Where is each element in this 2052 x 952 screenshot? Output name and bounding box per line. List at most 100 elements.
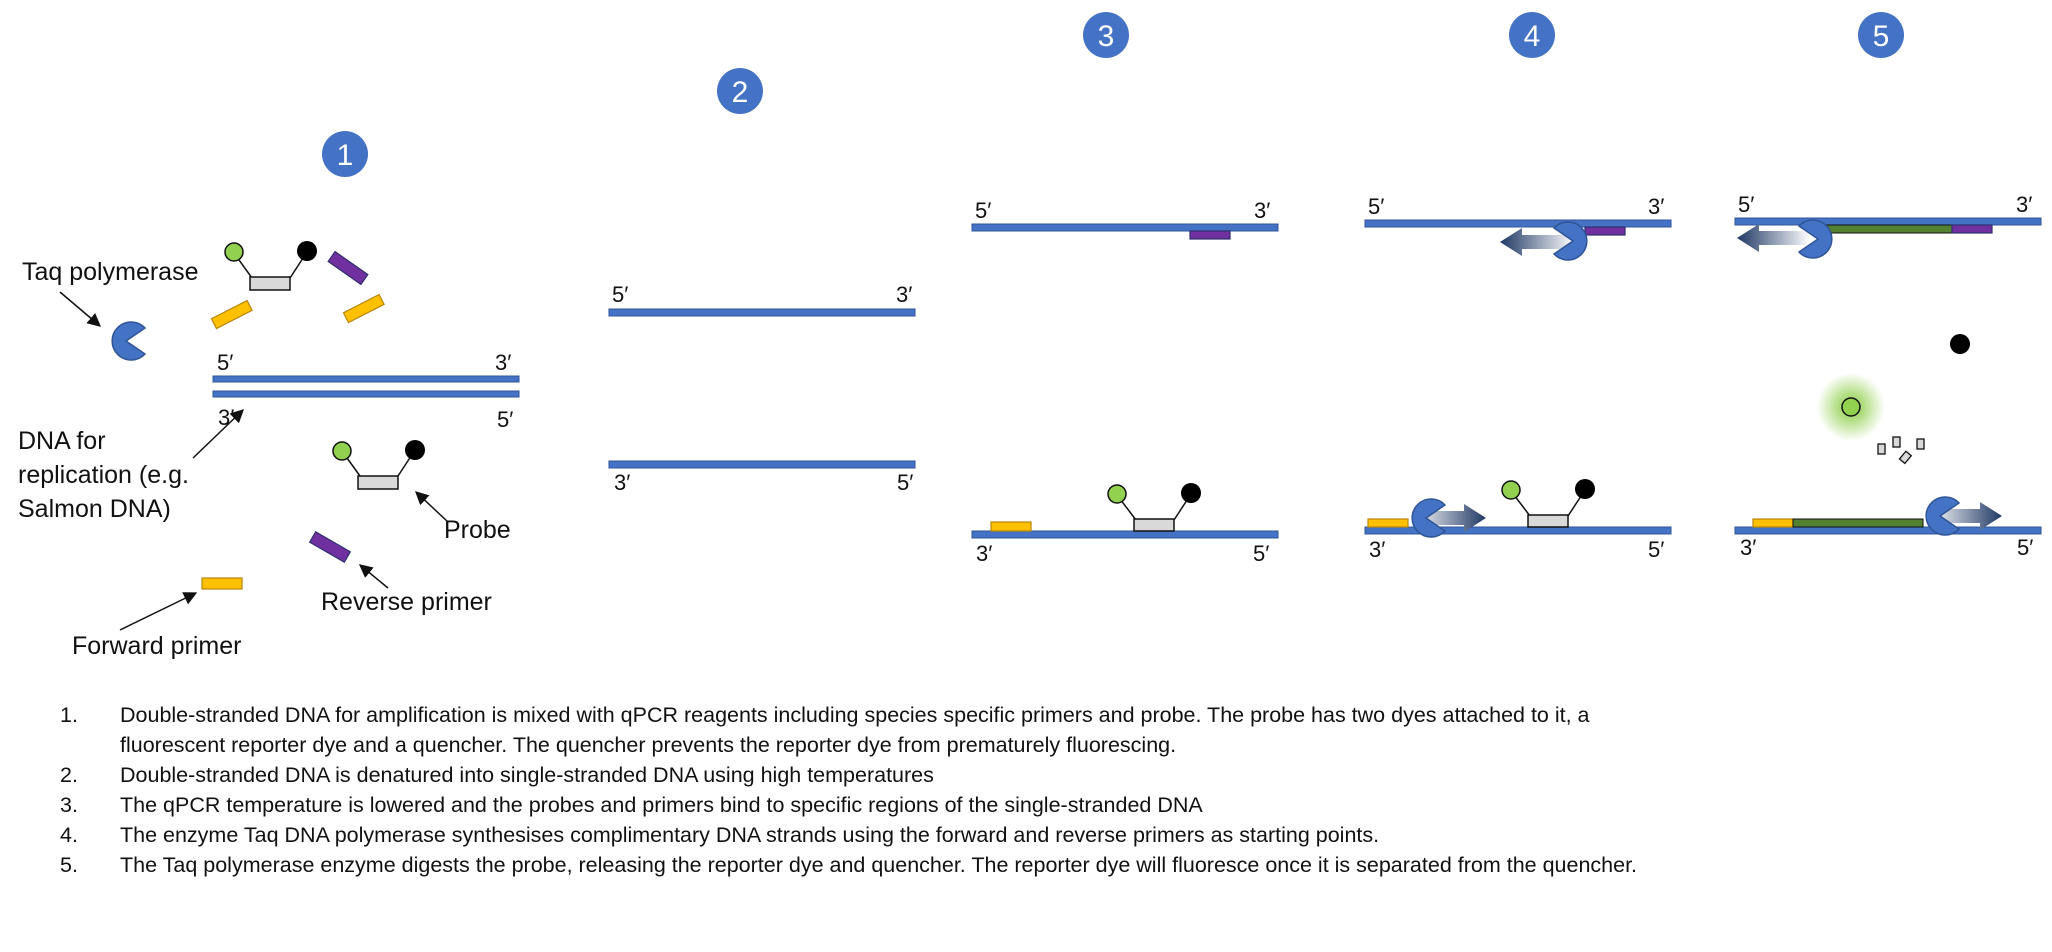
quencher	[405, 440, 425, 460]
quencher	[1181, 483, 1201, 503]
end-label: 3′	[614, 470, 630, 495]
dna-label-line-3: Salmon DNA)	[18, 495, 171, 523]
probe-free-lower	[332, 440, 425, 490]
reporter-dye-released	[1841, 397, 1861, 417]
end-label: 5′	[897, 470, 913, 495]
step-marker-4: 4	[1509, 12, 1555, 58]
new-strand-bottom	[1792, 518, 1924, 528]
taq-polymerase-icon	[111, 321, 147, 361]
step-description-number: 1.	[60, 703, 78, 727]
reporter-dye	[224, 242, 244, 262]
quencher	[1575, 479, 1595, 499]
end-label: 3′	[1254, 198, 1270, 223]
single-strand-top	[971, 223, 1279, 232]
step-3-panel: 5′ 3′ 3′ 5′	[971, 198, 1279, 566]
forward-primer-bound	[1367, 518, 1409, 528]
step-description-text: The Taq polymerase enzyme digests the pr…	[120, 853, 1638, 877]
end-label: 5′	[1648, 537, 1664, 562]
reverse-primer-piece	[327, 250, 369, 286]
single-strand-bottom	[1734, 526, 2042, 535]
step-description-number: 4.	[60, 823, 78, 847]
step-description-number: 5.	[60, 853, 78, 877]
step-number-5: 5	[1873, 20, 1890, 53]
probe-fragment	[1892, 436, 1901, 448]
extension-arrow-left	[1500, 228, 1574, 256]
probe-bound	[1107, 483, 1201, 532]
quencher	[297, 241, 317, 261]
dna-label-line-2: replication (e.g.	[18, 461, 189, 489]
step-description-text: The enzyme Taq DNA polymerase synthesise…	[120, 823, 1380, 847]
step-number-2: 2	[732, 76, 749, 109]
reporter-dye	[1501, 480, 1521, 500]
end-label: 5′	[1253, 541, 1269, 566]
step-marker-2: 2	[717, 68, 763, 114]
step-description-text: The qPCR temperature is lowered and the …	[120, 793, 1203, 817]
probe-label: Probe	[444, 516, 511, 544]
step-5-panel: 5′ 3′ 3′ 5′	[1734, 192, 2042, 560]
step-description-3: 3. The qPCR temperature is lowered and th…	[60, 790, 1700, 820]
step-1-panel: Taq polymerase 5′ 3′ 3′ 5′ DNA for repli…	[18, 241, 520, 660]
step-description-1: 1. Double-stranded DNA for amplification …	[60, 700, 1700, 760]
end-label: 5′	[1738, 192, 1754, 217]
step-marker-3: 3	[1083, 12, 1129, 58]
end-label: 3′	[2016, 192, 2032, 217]
reverse-primer-bound	[1584, 226, 1626, 236]
step-description-4: 4. The enzyme Taq DNA polymerase synthesi…	[60, 820, 1700, 850]
reverse-primer-piece	[308, 530, 352, 564]
probe-fragment	[1877, 443, 1886, 455]
forward-primer-piece	[201, 577, 243, 590]
forward-primer-piece	[342, 293, 385, 324]
single-strand-bottom	[608, 460, 916, 469]
end-label: 3′	[495, 350, 511, 375]
end-label: 5′	[2017, 535, 2033, 560]
step-description-text: Double-stranded DNA is denatured into si…	[120, 763, 934, 787]
taq-polymerase-label: Taq polymerase	[22, 258, 198, 286]
taq-polymerase-icon	[1411, 498, 1447, 538]
probe-fragment	[1916, 438, 1925, 450]
end-label: 3′	[1740, 535, 1756, 560]
end-label: 5′	[612, 282, 628, 307]
probe-bound	[1501, 479, 1595, 528]
new-strand-top	[1821, 224, 1953, 234]
step-number-1: 1	[337, 139, 354, 172]
step-description-2: 2. Double-stranded DNA is denatured into …	[60, 760, 1700, 790]
step-marker-1: 1	[322, 131, 368, 177]
single-strand-bottom	[971, 530, 1279, 539]
single-strand-top	[608, 308, 916, 317]
step-number-3: 3	[1098, 20, 1115, 53]
step-marker-5: 5	[1858, 12, 1904, 58]
forward-primer-bound	[990, 521, 1032, 532]
extension-arrow-left	[1737, 224, 1810, 252]
step-description-number: 2.	[60, 763, 78, 787]
step-number-4: 4	[1524, 20, 1541, 53]
probe-free-top	[224, 241, 317, 291]
probe-fragment	[1898, 450, 1913, 465]
taq-polymerase-icon	[1797, 219, 1833, 259]
forward-primer-bound	[1752, 518, 1794, 528]
dna-strand-bottom	[212, 390, 520, 398]
step-descriptions: 1. Double-stranded DNA for amplification …	[60, 700, 1700, 880]
end-label: 3′	[1369, 537, 1385, 562]
end-label: 5′	[497, 407, 513, 432]
forward-primer-piece	[210, 299, 253, 330]
reverse-primer-bound	[1951, 224, 1993, 234]
single-strand-top	[1364, 219, 1672, 228]
dna-strand-top	[212, 375, 520, 383]
reporter-dye	[1107, 484, 1127, 504]
quencher-released	[1950, 334, 1970, 354]
step-description-text: Double-stranded DNA for amplification is…	[120, 703, 1590, 757]
end-label: 3′	[1648, 194, 1664, 219]
step-description-5: 5. The Taq polymerase enzyme digests the …	[60, 850, 1700, 880]
taq-polymerase-icon	[1925, 496, 1961, 536]
dna-label-line-1: DNA for	[18, 427, 106, 455]
taq-polymerase-icon	[1552, 221, 1588, 261]
end-label: 3′	[976, 541, 992, 566]
end-label: 3′	[896, 282, 912, 307]
forward-primer-label: Forward primer	[72, 632, 241, 660]
end-label: 5′	[975, 198, 991, 223]
single-strand-bottom	[1364, 526, 1672, 535]
end-label: 5′	[1368, 194, 1384, 219]
step-description-number: 3.	[60, 793, 78, 817]
reverse-primer-bound	[1189, 230, 1231, 240]
